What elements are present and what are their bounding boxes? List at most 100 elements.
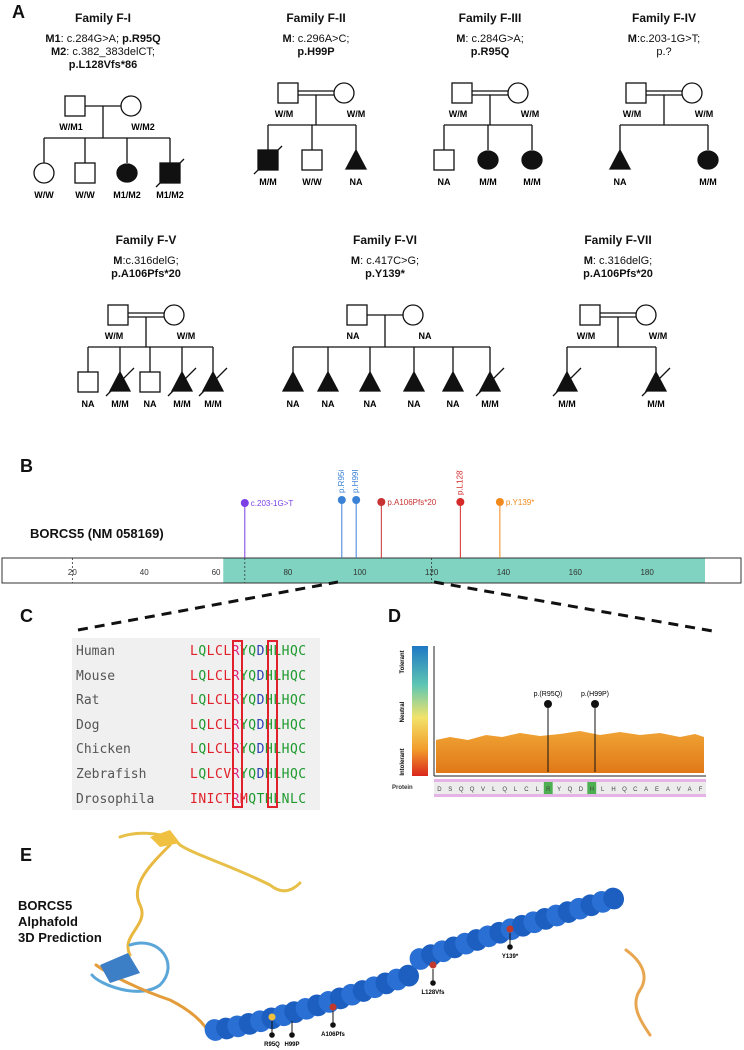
residue: C xyxy=(214,742,224,758)
child-genotype: M/M xyxy=(204,399,222,409)
mutation-segment: : c.382_383delCT; xyxy=(66,46,155,58)
protein-residue: Q xyxy=(568,787,573,793)
residue: L xyxy=(206,668,215,684)
species-name: Mouse xyxy=(76,668,116,684)
father-symbol xyxy=(625,82,647,104)
panel-c-letter: C xyxy=(20,606,33,626)
residue: Y xyxy=(239,668,249,684)
protein-residue: H xyxy=(611,787,615,793)
mutation-segment: p.A106Pfs*20 xyxy=(583,268,653,280)
residue: Q xyxy=(198,693,207,709)
residue: Q xyxy=(289,766,299,782)
family-title: Family F-VI xyxy=(352,233,417,247)
child-genotype: M1/M2 xyxy=(156,190,184,200)
species-name: Dog xyxy=(76,717,100,733)
coil-loop xyxy=(118,831,302,893)
sequence-row: LQLCLRYQDHLHQC xyxy=(190,689,307,714)
sequence-row: LQLCLRYQDHLHQC xyxy=(190,665,307,690)
protein-residue: A xyxy=(666,787,670,793)
child-genotype: M/M xyxy=(558,399,576,409)
tick-label: 20 xyxy=(68,568,77,577)
mutation-segment: : c.296A>C; xyxy=(291,33,350,45)
parent-genotype: W/M xyxy=(623,109,642,119)
mutation-line: M1: c.284G>A; p.R95Q xyxy=(23,33,183,46)
tolerance-color-bar xyxy=(412,646,428,776)
residue: C xyxy=(298,668,307,684)
protein-name: BORCS5 (NM 058169) xyxy=(30,526,164,541)
parent-genotype: W/M xyxy=(577,331,596,341)
protein-residue: V xyxy=(481,787,485,793)
mutation-segment: : c.284G>A; xyxy=(465,33,524,45)
species-name: Drosophila xyxy=(76,791,155,807)
protein-residue: F xyxy=(699,787,703,793)
residue: R xyxy=(231,693,240,709)
residue: Q xyxy=(289,668,299,684)
residue: L xyxy=(223,668,232,684)
child-genotype: M/M xyxy=(647,399,665,409)
tick-label: 180 xyxy=(640,568,654,577)
protein-residue: L xyxy=(536,787,540,793)
protein-residue: C xyxy=(524,787,529,793)
mutation-pointer-head xyxy=(289,1032,295,1038)
h99-highlight-box xyxy=(267,640,278,808)
parent-genotype: W/M xyxy=(449,109,468,119)
residue: L xyxy=(289,791,299,807)
child-unknown-sex-symbol xyxy=(344,148,368,170)
child-unknown-sex-symbol xyxy=(358,370,382,392)
protein-residue: R xyxy=(546,787,551,793)
parent-genotype: W/M xyxy=(347,109,366,119)
child-unknown-sex-symbol xyxy=(608,148,632,170)
child-unknown-sex-symbol xyxy=(441,370,465,392)
tick-label: 40 xyxy=(140,568,149,577)
protein-residue: H xyxy=(590,787,594,793)
residue: L xyxy=(223,717,232,733)
mutation-text: M: c.284G>A;p.R95Q xyxy=(410,33,570,59)
residue: R xyxy=(231,717,240,733)
mutation-segment: M2 xyxy=(51,46,67,58)
residue: D xyxy=(256,644,265,659)
father-symbol xyxy=(277,82,299,104)
child-genotype: NA xyxy=(287,399,300,409)
mutation-pointer-head xyxy=(269,1032,275,1038)
child-female-symbol xyxy=(697,150,719,170)
small-helix xyxy=(100,953,140,983)
mutation-site xyxy=(288,1013,296,1021)
mutation-pointer-head xyxy=(507,944,513,950)
mutation-pointer-head xyxy=(430,980,436,986)
deceased-slash xyxy=(475,367,505,397)
child-genotype: NA xyxy=(144,399,157,409)
mutation-label: L128Vfs xyxy=(421,990,445,996)
parent-genotype: W/M xyxy=(521,109,540,119)
residue: Q xyxy=(289,693,299,709)
mutation-line: p.R95Q xyxy=(410,46,570,59)
family-title: Family F-IV xyxy=(631,11,696,25)
mutation-segment: p.? xyxy=(656,46,672,58)
residue: Q xyxy=(248,693,257,709)
parent-genotype: W/M1 xyxy=(59,122,83,132)
residue: R xyxy=(231,742,240,758)
mother-symbol xyxy=(507,82,529,104)
residue: H xyxy=(281,766,290,782)
residue: Y xyxy=(239,742,249,758)
child-male-symbol xyxy=(77,371,99,393)
residue: C xyxy=(214,668,224,684)
parent-genotype: W/M xyxy=(275,109,294,119)
tick-label: 140 xyxy=(497,568,511,577)
child-genotype: NA xyxy=(322,399,335,409)
residue: L xyxy=(190,742,199,758)
mutation-line: M: c.417C>G; xyxy=(305,255,465,268)
mutation-line: M:c.316delG; xyxy=(66,255,226,268)
mutation-text: M: c.296A>C;p.H99P xyxy=(236,33,396,59)
tolerance-axis-label: Neutral xyxy=(400,701,406,722)
tolerance-area xyxy=(436,731,704,773)
